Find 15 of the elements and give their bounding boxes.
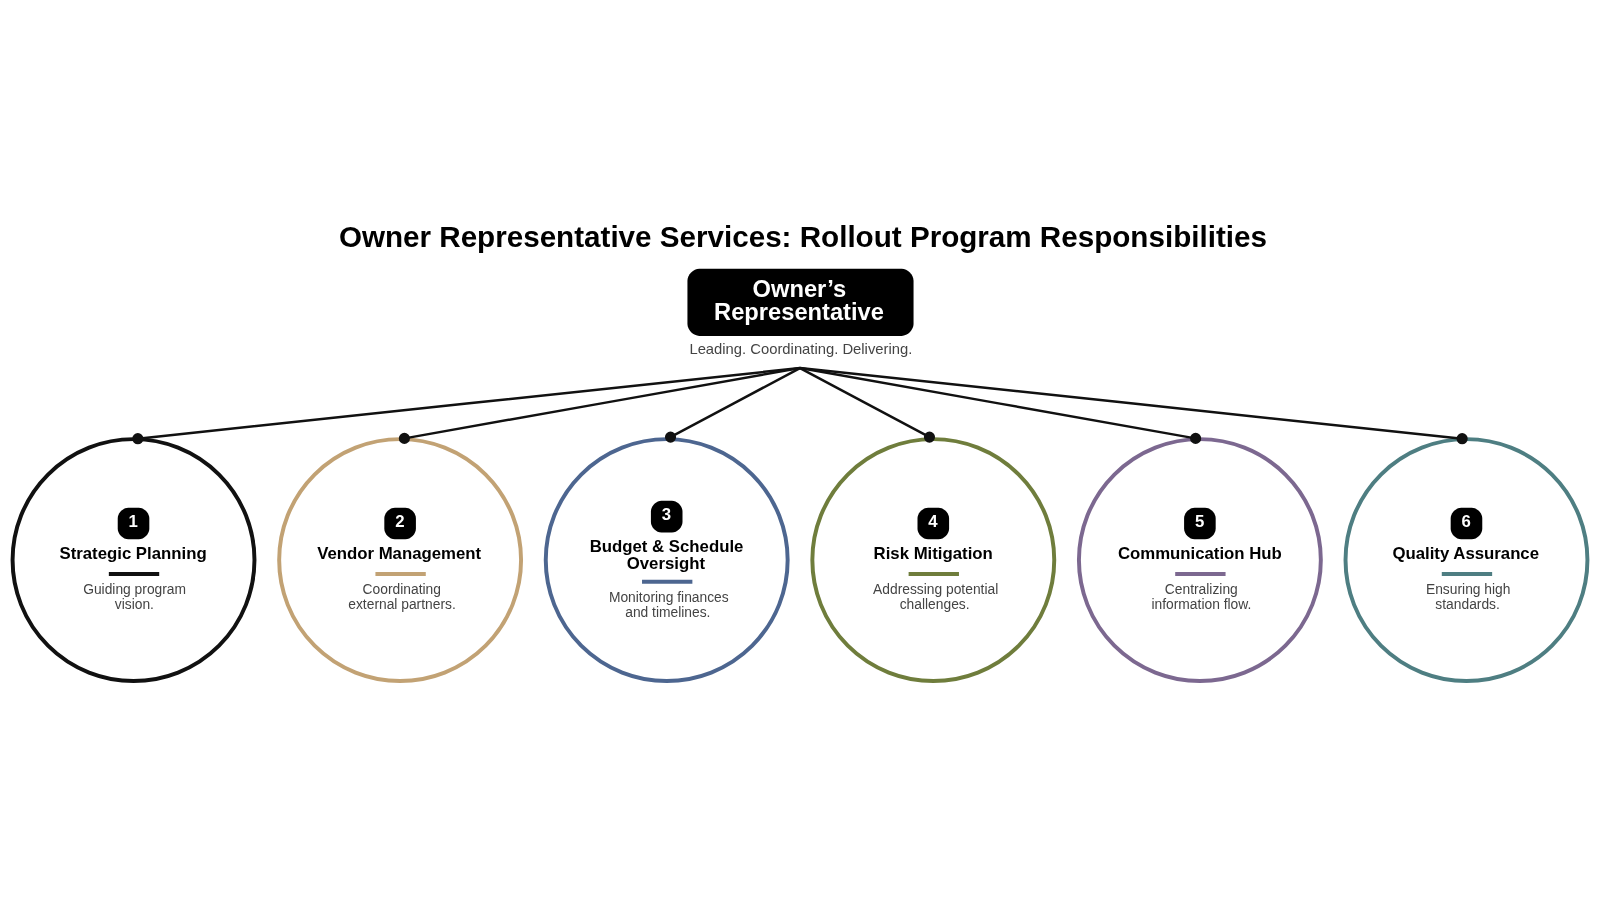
node-label: Leading. Coordinating. Delivering. [689,340,913,357]
connector [398,366,801,444]
node-circle: 4 Risk Mitigation Addressing potential challenges. [810,436,1057,683]
node-circle: 3 Budget & Schedule Oversight Monitoring finances and timelines. [543,436,790,683]
node-box: Owner’s Representative [687,268,914,336]
node-circle: 2 Vendor Management Coordinating external partners. [277,436,524,683]
connector [799,366,1202,444]
connector [799,366,1468,444]
connector [664,366,801,443]
diagram-title: Owner Representative Services: Rollout Program Responsibilities [338,219,1267,253]
node-circle: 6 Quality Assurance Ensuring high standards. [1343,436,1590,683]
connector [132,366,801,444]
node-circle: 5 Communication Hub Centralizing information flow. [1076,436,1323,683]
node-circle: 1 Strategic Planning Guiding program vision. [10,436,257,683]
connector [799,366,936,443]
